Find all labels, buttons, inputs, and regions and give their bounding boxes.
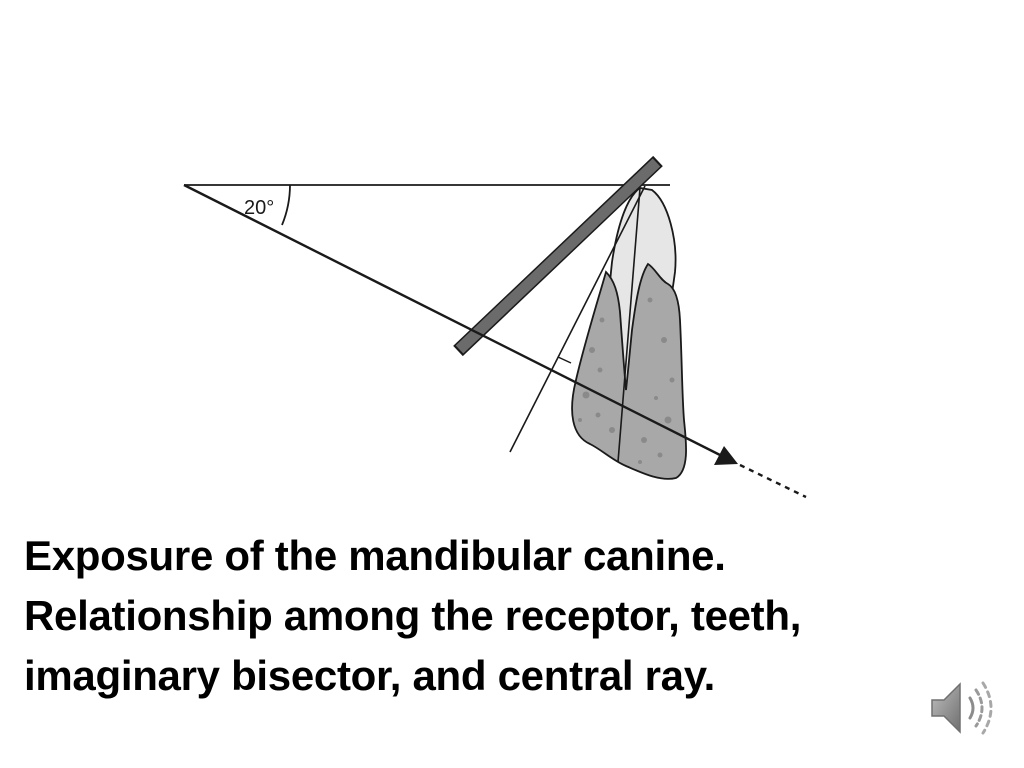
central-ray-dashed: [739, 463, 807, 499]
arrowhead-icon: [714, 446, 738, 465]
bone-texture: [578, 297, 675, 464]
caption: Exposure of the mandibular canine. Relat…: [24, 526, 954, 706]
caption-line-3: imaginary bisector, and central ray.: [24, 652, 716, 699]
caption-line-2: Relationship among the receptor, teeth,: [24, 592, 802, 639]
tooth-long-axis: [617, 187, 641, 463]
angle-arc: [281, 184, 291, 226]
speaker-icon[interactable]: [928, 676, 1000, 740]
receptor-fill: [455, 158, 661, 354]
canine-tooth: [571, 187, 687, 480]
imaginary-bisector-line: [509, 185, 646, 453]
bisecting-angle-diagram: 20°: [183, 155, 807, 499]
central-ray: [183, 183, 721, 457]
right-angle-marker: [557, 356, 572, 364]
caption-line-1: Exposure of the mandibular canine.: [24, 532, 726, 579]
alveolar-bone: [571, 262, 687, 480]
angle-label: 20°: [244, 197, 274, 219]
